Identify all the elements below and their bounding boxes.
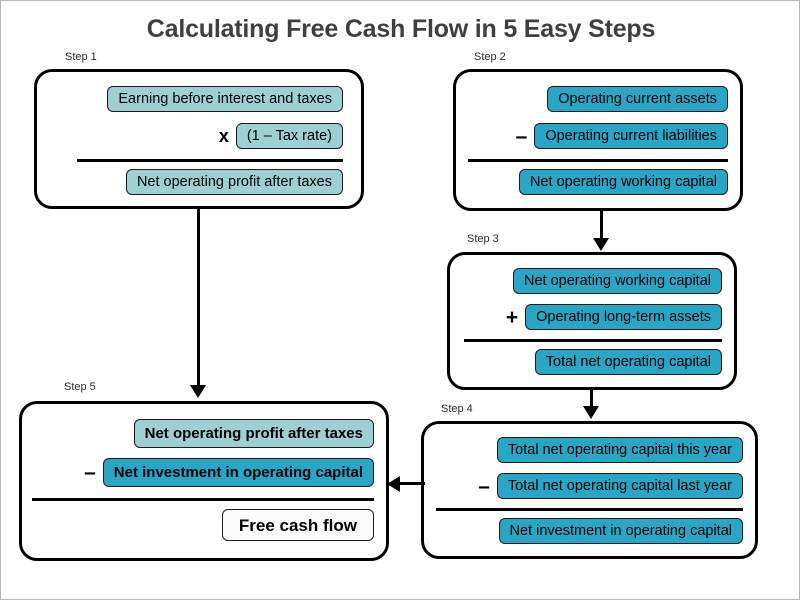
step5-row-2: – Net investment in operating capital [22, 457, 374, 487]
connector-step1-to-step5-arrow [190, 385, 206, 398]
step-label-4: Step 4 [441, 403, 473, 415]
step3-row-2: + Operating long-term assets [450, 303, 722, 331]
step4-row-1: Total net operating capital this year [424, 436, 743, 464]
step2-term-2: Operating current liabilities [534, 123, 728, 149]
step5-row-3: Free cash flow [22, 509, 374, 541]
step1-term-1: Earning before interest and taxes [107, 86, 343, 112]
step-label-3: Step 3 [467, 233, 499, 245]
step3-term-1: Net operating working capital [513, 268, 722, 294]
connector-step2-to-step3-arrow [593, 238, 609, 251]
step1-result: Net operating profit after taxes [125, 169, 343, 195]
step4-divider [436, 508, 743, 511]
step2-term-1: Operating current assets [547, 86, 728, 112]
step4-term-2: Total net operating capital last year [496, 473, 743, 499]
step3-term-2: Operating long-term assets [525, 304, 722, 330]
step3-operator: + [505, 305, 519, 329]
step-box-4: Total net operating capital this year – … [421, 421, 758, 559]
step1-row-2: x (1 – Tax rate) [37, 122, 343, 150]
connector-step2-to-step3-line [600, 211, 603, 240]
connector-step4-to-step5-arrow [387, 476, 400, 492]
step2-result: Net operating working capital [519, 169, 728, 195]
connector-step3-to-step4-arrow [583, 406, 599, 419]
step1-term-2: (1 – Tax rate) [235, 123, 343, 149]
connector-step4-to-step5-line [399, 482, 425, 485]
step5-operator: – [84, 460, 96, 484]
step4-result: Net investment in operating capital [498, 518, 743, 544]
step-box-3: Net operating working capital + Operatin… [447, 252, 737, 390]
step1-row-3: Net operating profit after taxes [37, 168, 343, 196]
step2-row-1: Operating current assets [456, 85, 728, 113]
step2-row-3: Net operating working capital [456, 168, 728, 196]
step3-row-3: Total net operating capital [450, 348, 722, 376]
step1-divider [77, 159, 343, 162]
step5-term-2: Net investment in operating capital [102, 457, 374, 487]
step5-term-1: Net operating profit after taxes [133, 418, 374, 448]
step5-row-1: Net operating profit after taxes [22, 418, 374, 448]
step2-row-2: – Operating current liabilities [456, 122, 728, 150]
step5-divider [32, 498, 374, 501]
step3-result: Total net operating capital [534, 349, 722, 375]
step2-divider [468, 159, 728, 162]
step-label-5: Step 5 [64, 381, 96, 393]
step1-row-1: Earning before interest and taxes [37, 85, 343, 113]
step4-operator: – [478, 474, 490, 498]
connector-step1-to-step5-line [197, 209, 200, 387]
connector-step3-to-step4-line [590, 390, 593, 408]
step3-divider [464, 339, 722, 342]
step4-row-2: – Total net operating capital last year [424, 472, 743, 500]
step4-row-3: Net investment in operating capital [424, 517, 743, 545]
step1-operator: x [218, 126, 229, 146]
step-label-2: Step 2 [474, 51, 506, 63]
step5-result: Free cash flow [221, 509, 374, 541]
step-box-2: Operating current assets – Operating cur… [453, 69, 743, 211]
step-label-1: Step 1 [65, 51, 97, 63]
step-box-1: Earning before interest and taxes x (1 –… [34, 69, 364, 209]
step3-row-1: Net operating working capital [450, 267, 722, 295]
step2-operator: – [515, 124, 528, 148]
page-title: Calculating Free Cash Flow in 5 Easy Ste… [146, 15, 656, 43]
step4-term-1: Total net operating capital this year [496, 437, 743, 463]
step-box-5: Net operating profit after taxes – Net i… [19, 401, 389, 561]
